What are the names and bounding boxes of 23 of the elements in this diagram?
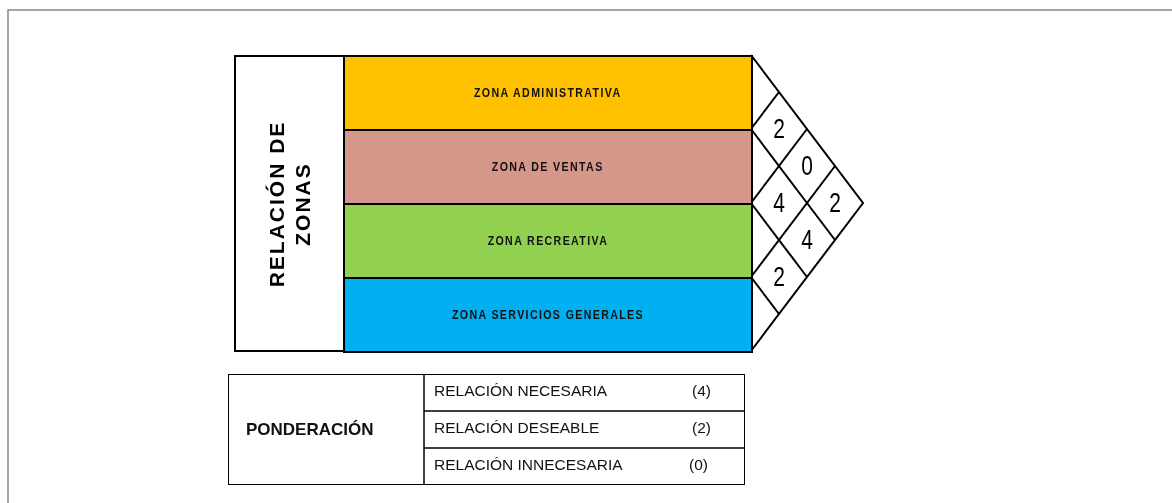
zone-label: ZONA DE VENTAS <box>492 160 604 174</box>
weighting-label: RELACIÓN INNECESARIA <box>434 456 623 474</box>
weighting-value: (0) <box>689 456 708 474</box>
relationship-value: 2 <box>828 189 842 217</box>
relationship-value: 2 <box>772 263 786 291</box>
zone-bar <box>343 203 753 279</box>
relationship-value: 4 <box>800 226 814 254</box>
zone-bar <box>343 277 753 353</box>
weighting-value: (4) <box>692 382 711 400</box>
zone-bar <box>343 129 753 205</box>
table-heading: PONDERACIÓN <box>246 420 374 440</box>
relationship-value: 0 <box>800 152 814 180</box>
weighting-label: RELACIÓN DESEABLE <box>434 419 600 437</box>
zone-label: ZONA SERVICIOS GENERALES <box>452 308 644 322</box>
zone-bar <box>343 55 753 131</box>
relationship-value: 2 <box>772 115 786 143</box>
weighting-label: RELACIÓN NECESARIA <box>434 382 608 400</box>
zone-label: ZONA ADMINISTRATIVA <box>474 86 622 100</box>
vertical-title: RELACIÓN DE ZONAS <box>264 119 315 289</box>
weighting-value: (2) <box>692 419 711 437</box>
zone-label: ZONA RECREATIVA <box>487 234 609 248</box>
relationship-value: 4 <box>772 189 786 217</box>
title-panel <box>234 55 346 352</box>
